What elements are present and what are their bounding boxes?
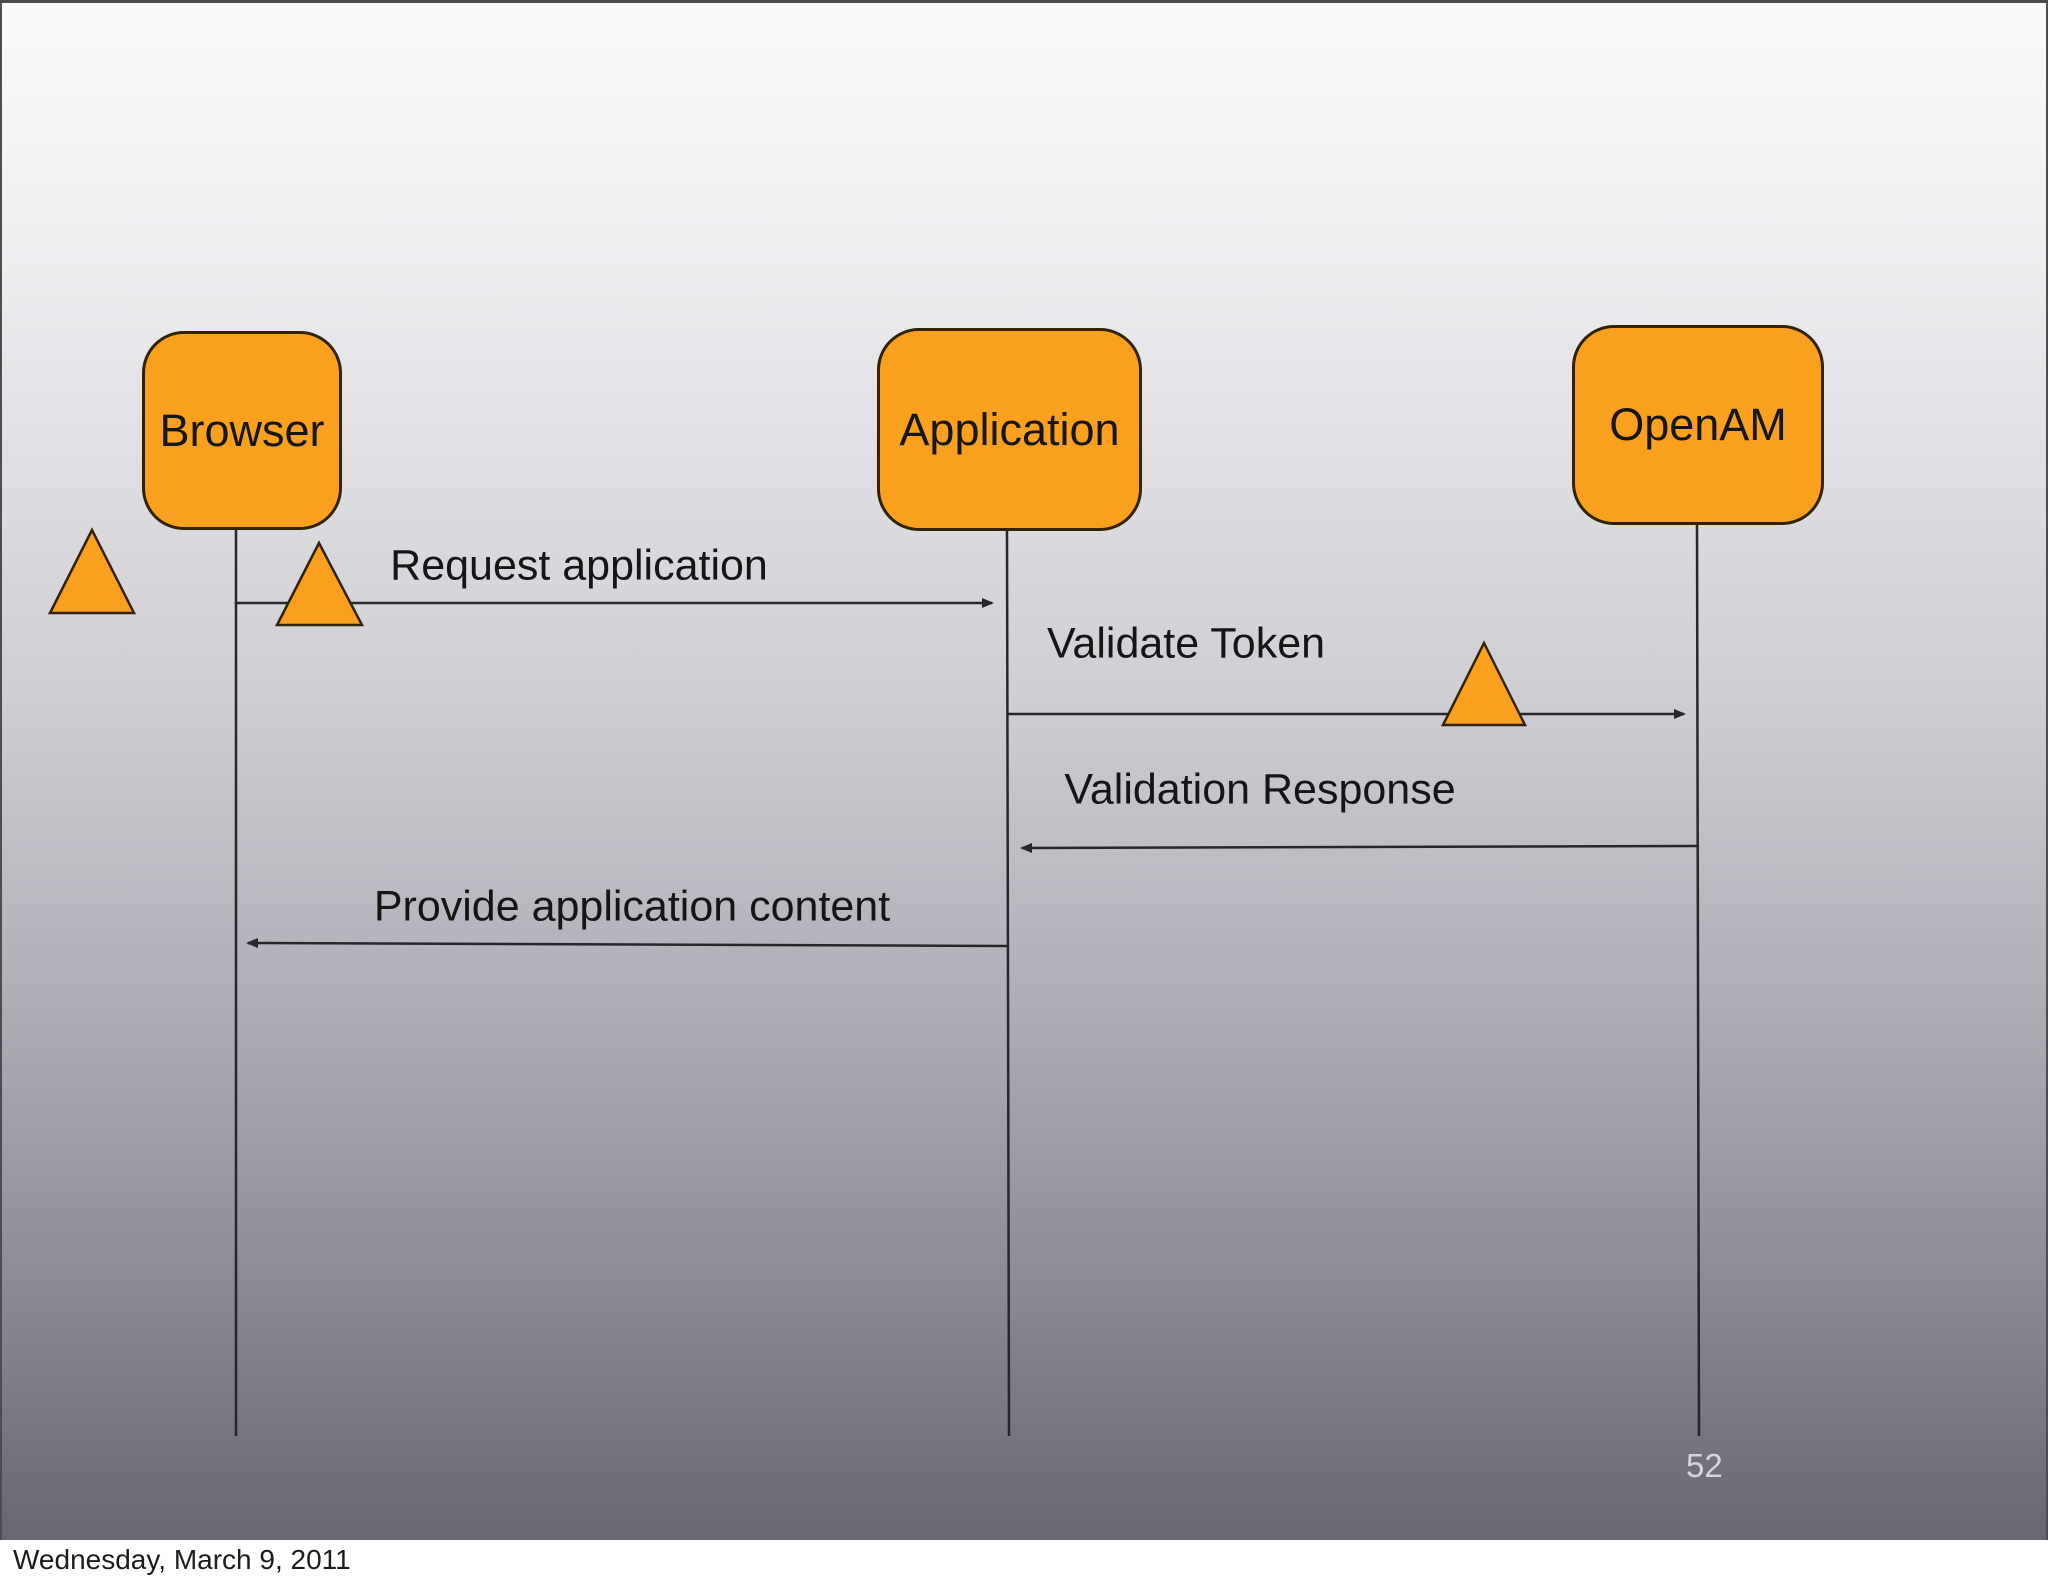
message-arrow-provide-application-content	[246, 938, 1009, 949]
message-label-validation-response: Validation Response	[1064, 765, 1456, 814]
actor-box-openam: OpenAM	[1572, 325, 1824, 525]
sequence-diagram-graphics	[47, 524, 1701, 1437]
page-number: 52	[1686, 1447, 1723, 1484]
footer-date: Wednesday, March 9, 2011	[13, 1544, 351, 1575]
lifeline-application	[1005, 530, 1011, 1437]
actor-label-browser: Browser	[159, 404, 325, 456]
triangle-marker-left-of-browser-icon	[47, 527, 137, 615]
actor-label-openam: OpenAM	[1609, 399, 1787, 450]
triangle-marker-on-request-arrow-icon	[274, 540, 365, 627]
actor-box-browser: Browser	[142, 331, 342, 530]
triangle-marker-on-validate-arrow-icon	[1440, 640, 1528, 727]
message-arrow-validation-response	[1020, 842, 1699, 853]
slide-canvas: Browser Application OpenAM Request appli…	[0, 0, 2048, 1540]
actor-box-application: Application	[877, 328, 1142, 531]
footer-bar: Wednesday, March 9, 2011	[0, 1540, 2048, 1576]
lifeline-openam	[1695, 524, 1701, 1437]
actor-label-application: Application	[899, 403, 1120, 455]
message-label-validate-token: Validate Token	[1046, 619, 1326, 668]
message-label-request-application: Request application	[390, 541, 768, 590]
message-label-provide-application-content: Provide application content	[373, 882, 891, 931]
